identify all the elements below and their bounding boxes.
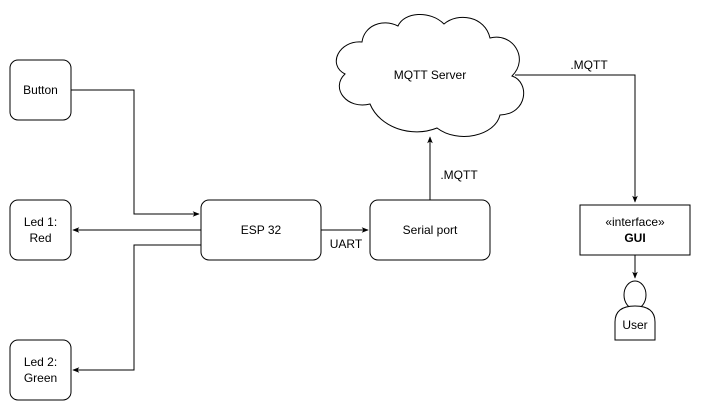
node-gui-stereotype: «interface»: [605, 215, 665, 229]
user-body-icon: [614, 305, 656, 341]
edge-label-serial-to-cloud: .MQTT: [440, 168, 478, 182]
edge-label-cloud-to-gui: .MQTT: [570, 58, 608, 72]
node-esp32: ESP 32: [200, 199, 322, 261]
node-led1-label-line2: Red: [29, 231, 51, 245]
node-led2: Led 2: Green: [9, 339, 72, 401]
node-user: User: [614, 280, 656, 341]
node-mqtt-server: MQTT Server: [335, 14, 525, 137]
node-gui: «interface» GUI: [579, 204, 691, 256]
node-led2-label-line2: Green: [24, 371, 57, 385]
node-serial-port-label: Serial port: [403, 223, 458, 237]
edges: [71, 74, 638, 373]
node-led1-label-line1: Led 1:: [24, 215, 57, 229]
node-user-label: User: [622, 318, 647, 332]
edge-button-to-esp32: [71, 89, 200, 217]
node-esp32-label: ESP 32: [241, 223, 282, 237]
node-led2-label-line1: Led 2:: [24, 355, 57, 369]
user-head-icon: [623, 280, 647, 310]
node-led1: Led 1: Red: [9, 199, 72, 261]
node-button-label: Button: [23, 83, 58, 97]
edge-esp32-to-led2: [72, 244, 201, 373]
node-mqtt-server-label: MQTT Server: [394, 68, 466, 82]
edge-mqtt-server-to-gui: [515, 74, 638, 203]
cloud-shape: [335, 14, 525, 137]
edge-label-uart: UART: [330, 237, 363, 251]
node-serial-port: Serial port: [369, 199, 491, 261]
node-button: Button: [9, 59, 72, 121]
node-gui-label: GUI: [624, 231, 645, 245]
